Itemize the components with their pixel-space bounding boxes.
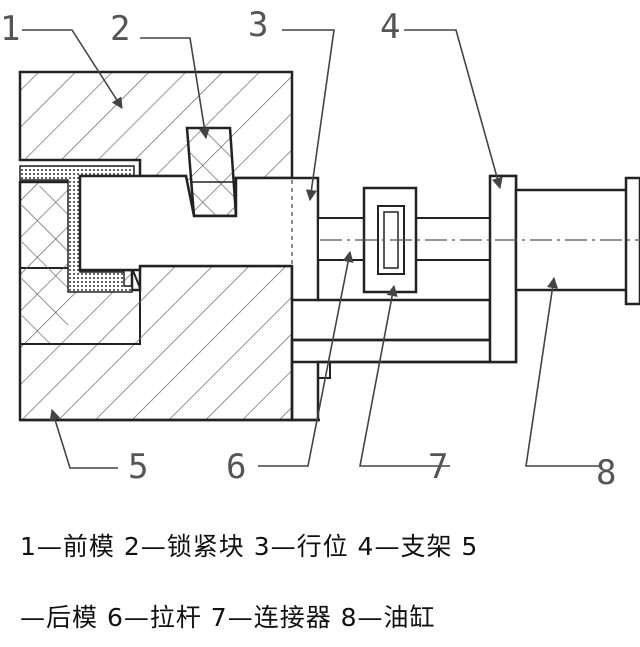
- callout-3: 3: [248, 5, 268, 45]
- callout-1: 1: [0, 9, 20, 49]
- bracket: [290, 174, 518, 422]
- leader-lines: [22, 29, 600, 469]
- oil-cylinder: [514, 176, 640, 306]
- caption-line-2: —后模 6—拉杆 7—连接器 8—油缸: [20, 603, 436, 632]
- callout-6: 6: [226, 447, 246, 487]
- locking-block: [185, 126, 238, 218]
- mold-diagram: 1 2 3 4 5 6 7 8: [0, 5, 640, 493]
- callout-2: 2: [110, 9, 130, 49]
- caption-line-1: 1—前模 2—锁紧块 3—行位 4—支架 5: [20, 532, 479, 561]
- callout-4: 4: [380, 7, 400, 47]
- callout-5: 5: [128, 447, 148, 487]
- callout-7: 7: [428, 447, 448, 487]
- callout-8: 8: [596, 453, 616, 493]
